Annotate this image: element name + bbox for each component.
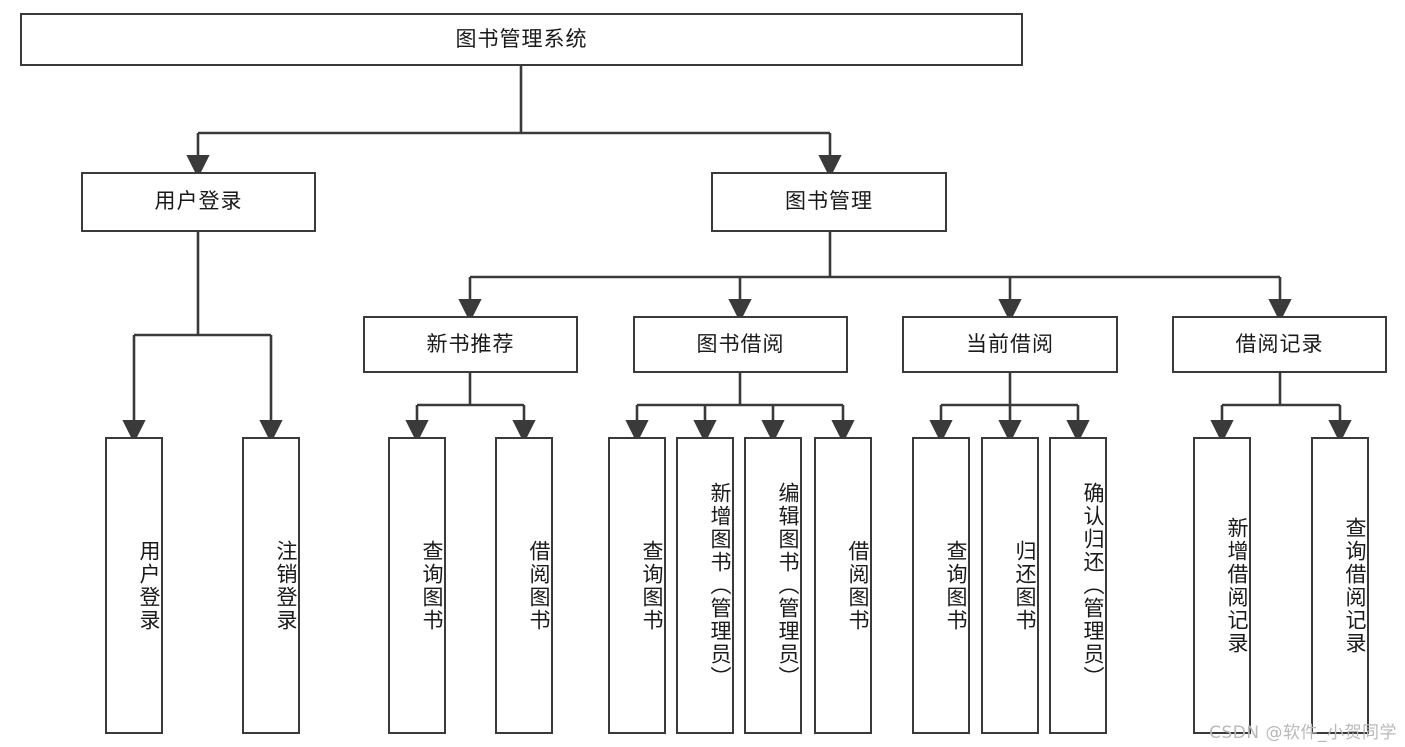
node-label: 编辑图书（管理员） (776, 482, 800, 689)
leaf-book-borrow-edit-book-admin[interactable]: 编辑图书（管理员） (744, 437, 802, 734)
node-label: 当前借阅 (966, 331, 1054, 356)
node-label: 查询图书 (640, 539, 664, 632)
node-label: 确认归还（管理员） (1081, 482, 1105, 689)
node-new-book-recommend[interactable]: 新书推荐 (363, 316, 578, 373)
node-label: 借阅图书 (846, 539, 870, 632)
leaf-user-login-login[interactable]: 用户登录 (105, 437, 163, 734)
node-label: 借阅图书 (527, 539, 551, 632)
node-label: 新增借阅记录 (1225, 516, 1249, 655)
node-label: 用户登录 (137, 539, 161, 632)
leaf-new-book-borrow-books[interactable]: 借阅图书 (495, 437, 553, 734)
leaf-borrow-record-query-record[interactable]: 查询借阅记录 (1311, 437, 1369, 734)
node-label: 查询图书 (420, 539, 444, 632)
watermark-text: CSDN @软件_小贺同学 (1209, 723, 1397, 743)
node-label: 图书借阅 (696, 331, 785, 356)
node-label: 图书管理系统 (455, 26, 588, 51)
node-current-borrow[interactable]: 当前借阅 (902, 316, 1118, 373)
node-book-borrow[interactable]: 图书借阅 (633, 316, 848, 373)
leaf-book-borrow-query-books[interactable]: 查询图书 (608, 437, 666, 734)
node-label: 查询借阅记录 (1343, 516, 1367, 655)
leaf-current-borrow-return-books[interactable]: 归还图书 (981, 437, 1039, 734)
leaf-new-book-query-books[interactable]: 查询图书 (388, 437, 446, 734)
node-label: 新增图书（管理员） (708, 482, 732, 689)
node-label: 借阅记录 (1235, 331, 1324, 356)
node-label: 图书管理 (785, 189, 873, 214)
leaf-current-borrow-confirm-return-admin[interactable]: 确认归还（管理员） (1049, 437, 1107, 734)
node-book-management[interactable]: 图书管理 (711, 172, 947, 232)
node-borrow-record[interactable]: 借阅记录 (1172, 316, 1387, 373)
node-label: 用户登录 (154, 189, 243, 214)
node-label: 注销登录 (274, 539, 298, 632)
leaf-borrow-record-add-record[interactable]: 新增借阅记录 (1193, 437, 1251, 734)
leaf-current-borrow-query-books[interactable]: 查询图书 (912, 437, 970, 734)
node-label: 归还图书 (1013, 539, 1037, 632)
node-root-book-management-system[interactable]: 图书管理系统 (20, 13, 1023, 66)
node-user-login[interactable]: 用户登录 (81, 172, 316, 232)
node-label: 查询图书 (944, 539, 968, 632)
leaf-user-login-logout[interactable]: 注销登录 (242, 437, 300, 734)
node-label: 新书推荐 (426, 331, 515, 356)
leaf-book-borrow-add-book-admin[interactable]: 新增图书（管理员） (676, 437, 734, 734)
leaf-book-borrow-borrow-books[interactable]: 借阅图书 (814, 437, 872, 734)
